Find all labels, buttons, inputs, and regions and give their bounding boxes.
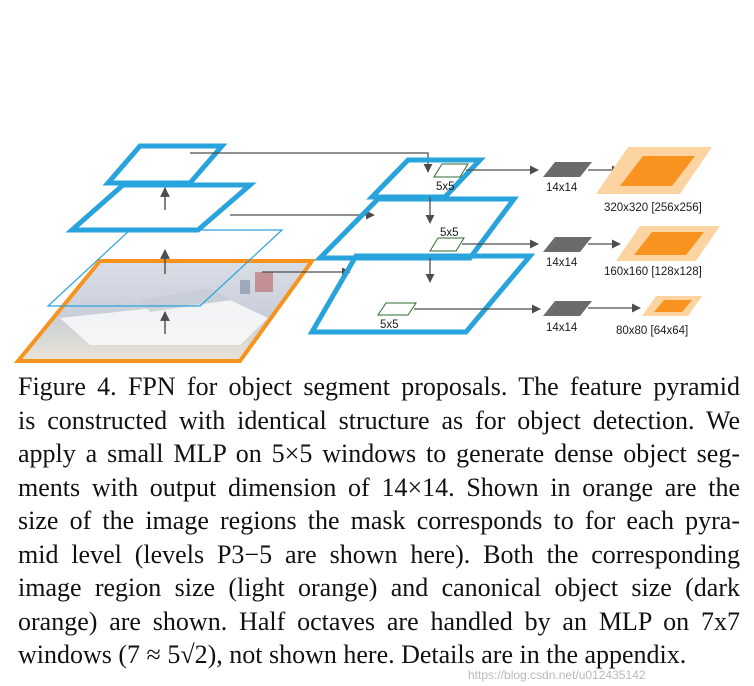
caption-line-2: is constructed with identical structure … [18, 405, 740, 435]
mask-14x14-mid [543, 237, 592, 252]
caption-line-6: mid level (levels P3−5 are shown here). … [18, 539, 740, 569]
caption-line-4: ments with output dimension of 14×14. Sh… [18, 472, 740, 502]
mask-label-bottom: 14x14 [546, 322, 578, 334]
window-label-bottom: 5x5 [380, 319, 399, 331]
region-label-top: 320x320 [256x256] [604, 202, 702, 214]
mask-14x14-bottom [543, 301, 592, 316]
input-image [13, 259, 316, 363]
mask-label-mid: 14x14 [546, 257, 578, 269]
region-label-bottom: 80x80 [64x64] [616, 325, 688, 337]
caption-line-7: image region size (light orange) and can… [18, 573, 740, 602]
mask-label-top: 14x14 [546, 182, 578, 194]
region-bottom [642, 296, 702, 316]
window-5x5-bottom [377, 302, 417, 316]
window-label-top: 5x5 [436, 181, 455, 193]
lateral-connections [190, 152, 433, 277]
mask-14x14-top [543, 162, 592, 177]
topdown-level-p3 [307, 253, 536, 335]
pyramid-level-mid [65, 182, 257, 233]
region-mid [616, 226, 720, 261]
watermark: https://blog.csdn.net/u012435142 [468, 668, 646, 682]
caption-line-1: Figure 4. FPN for object segment proposa… [18, 372, 740, 401]
pyramid-level-bottom [46, 229, 284, 307]
region-top [596, 147, 712, 194]
topdown-level-p4 [314, 196, 519, 261]
caption-line-8: orange) are shown. Half octaves are hand… [18, 606, 740, 636]
pyramid-level-top [102, 143, 228, 186]
window-5x5-top [433, 163, 469, 178]
caption-line-3: apply a small MLP on 5×5 windows to gene… [18, 439, 740, 468]
window-5x5-mid [429, 237, 465, 252]
figure-caption: Figure 4. FPN for object segment proposa… [18, 370, 740, 672]
mlp-arrows [414, 165, 541, 314]
fpn-diagram: 5x5 5x5 5x5 14x14 14x14 14x14 320x320 [2… [13, 143, 720, 363]
window-label-mid: 5x5 [440, 227, 459, 239]
caption-line-9: windows (7 ≈ 5√2), not shown here. Detai… [18, 640, 687, 669]
caption-line-5: size of the image regions the mask corre… [18, 506, 740, 535]
region-label-mid: 160x160 [128x128] [604, 266, 702, 278]
